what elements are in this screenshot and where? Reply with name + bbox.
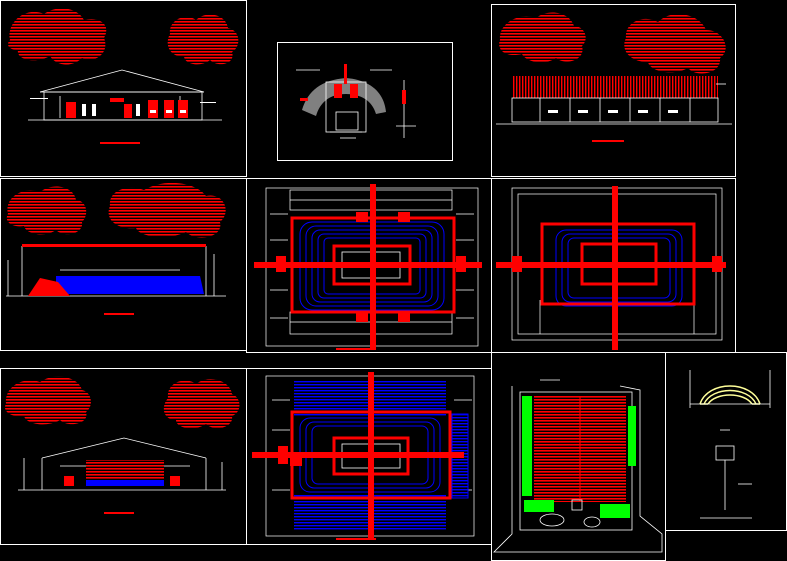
cloud-shape bbox=[163, 379, 240, 429]
elevation-openings bbox=[66, 98, 188, 144]
panel-p10-frame bbox=[665, 352, 787, 531]
seating-axis-cross bbox=[252, 372, 464, 540]
title-underline bbox=[104, 313, 134, 315]
panel-p4 bbox=[6, 182, 226, 315]
column-drawing bbox=[689, 370, 771, 519]
panel-p8 bbox=[252, 372, 475, 540]
court-floor bbox=[86, 480, 164, 486]
panel-p1 bbox=[8, 8, 239, 144]
cloud-shape bbox=[167, 14, 239, 65]
panel-p6 bbox=[496, 186, 726, 350]
cloud-shape bbox=[6, 186, 87, 235]
panel-p9 bbox=[493, 379, 663, 553]
stands-red bbox=[28, 278, 70, 296]
panel-p7 bbox=[4, 376, 240, 514]
panel-p1-frame bbox=[0, 0, 247, 177]
roof-axis-cross bbox=[496, 186, 726, 350]
court-floor bbox=[56, 276, 204, 294]
panel-p5 bbox=[254, 184, 482, 350]
panel-p3-frame bbox=[491, 4, 736, 177]
title-underline bbox=[336, 348, 376, 350]
cloud-shape bbox=[8, 8, 107, 65]
title-underline bbox=[592, 140, 624, 142]
side-elevation-drawing bbox=[496, 83, 732, 125]
title-underline bbox=[336, 538, 376, 540]
truss-arch bbox=[699, 385, 761, 405]
seating-hatch bbox=[86, 460, 164, 482]
axis-cross bbox=[254, 184, 482, 350]
side-windows bbox=[548, 110, 678, 113]
gable-accents bbox=[300, 64, 406, 104]
panel-p2 bbox=[296, 64, 416, 139]
panel-p3 bbox=[496, 12, 732, 142]
cloud-shape bbox=[4, 376, 91, 425]
cloud-shape bbox=[499, 12, 586, 63]
cloud-shape bbox=[108, 182, 226, 238]
section-shade bbox=[302, 78, 386, 116]
panel-p10 bbox=[689, 370, 771, 519]
side-roof bbox=[512, 76, 718, 98]
site-details bbox=[539, 499, 601, 528]
roof-line bbox=[22, 244, 206, 247]
section-accents bbox=[64, 476, 180, 514]
cloud-shape bbox=[624, 14, 726, 74]
front-elevation-drawing bbox=[28, 69, 222, 121]
landscape-green bbox=[522, 396, 636, 518]
panel-p2-frame bbox=[277, 42, 453, 161]
elevation-details bbox=[30, 98, 216, 116]
